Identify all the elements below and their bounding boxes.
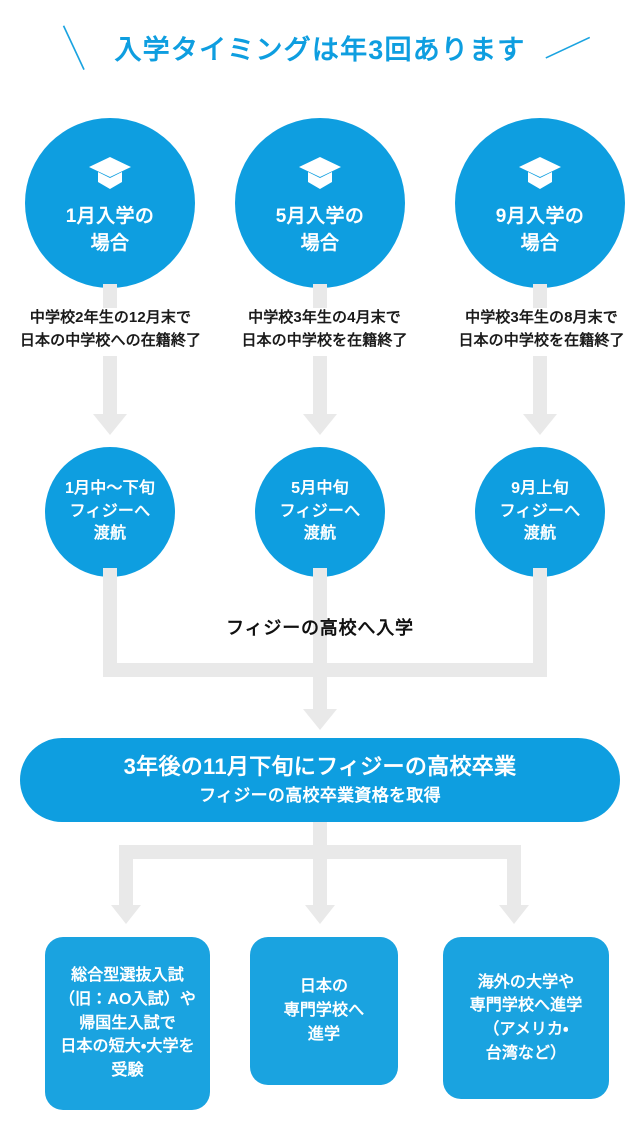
title-slash-left-icon: ＼ [48,23,99,77]
departure-circle-1-label: 1月中〜下旬フィジーへ渡航 [64,479,156,543]
intake-note-2: 中学校3年生の4月末で日本の中学校を在籍終了 [241,309,408,350]
arrow-head-note-to-departure-2-icon [303,414,337,435]
departure-circle-3[interactable]: 9月上旬フィジーへ渡航 [475,447,605,577]
connector-stub-2 [313,284,327,308]
split-down-shaft [313,822,327,852]
connector-stub-1 [103,284,117,308]
intake-circle-3[interactable]: 9月入学の場合 [455,118,625,288]
graduation-banner-line2: フィジーの高校卒業資格を取得 [199,785,441,805]
graduation-cap-icon [298,155,342,196]
outcome-box-overseas-label: 海外の大学や専門学校へ進学（アメリカ・台湾など） [469,973,583,1062]
intake-circle-2[interactable]: 5月入学の場合 [235,118,405,288]
graduation-cap-icon [518,155,562,196]
intake-note-1: 中学校2年生の12月末で日本の中学校への在籍終了 [19,309,202,350]
departure-circle-2[interactable]: 5月中旬フィジーへ渡航 [255,447,385,577]
merge-arrow-head-icon [303,709,337,730]
split-arrow-head-left-icon [111,905,141,924]
split-bar [119,845,521,859]
merge-shaft-right [533,568,547,663]
departure-circle-3-label: 9月上旬フィジーへ渡航 [499,479,581,543]
merge-bar [103,663,547,677]
split-arrow-head-right-icon [499,905,529,924]
outcome-box-overseas[interactable]: 海外の大学や専門学校へ進学（アメリカ・台湾など） [443,937,609,1099]
graduation-banner-line1: 3年後の11月下旬にフィジーの高校卒業 [123,754,517,780]
merge-down-shaft [313,677,327,711]
outcome-box-domestic-vocational[interactable]: 日本の専門学校へ進学 [250,937,398,1085]
merge-shaft-left [103,568,117,663]
departure-circle-2-label: 5月中旬フィジーへ渡航 [279,479,361,543]
mid-caption: フィジーの高校へ入学 [226,618,414,638]
intake-circle-3-label: 9月入学の場合 [495,206,585,254]
graduation-banner[interactable]: 3年後の11月下旬にフィジーの高校卒業 フィジーの高校卒業資格を取得 [20,738,620,822]
arrow-shaft-note-to-departure-3 [533,356,547,417]
intake-note-3: 中学校3年生の8月末で日本の中学校を在籍終了 [458,309,625,350]
arrow-shaft-note-to-departure-2 [313,356,327,417]
page-title: ＼ 入学タイミングは年3回あります ／ [0,23,640,77]
split-shaft-center [313,859,327,911]
title-slash-right-icon: ／ [541,23,592,77]
outcome-box-domestic-university-label: 総合型選抜入試（旧：AO入試）や帰国生入試で日本の短大・大学を受験 [59,967,196,1079]
departure-circle-1[interactable]: 1月中〜下旬フィジーへ渡航 [45,447,175,577]
merge-shaft-center [313,568,327,663]
split-arrow-head-center-icon [305,905,335,924]
arrow-shaft-note-to-departure-1 [103,356,117,417]
arrow-head-note-to-departure-1-icon [93,414,127,435]
intake-circle-2-label: 5月入学の場合 [275,206,365,254]
connector-stub-3 [533,284,547,308]
outcome-box-domestic-vocational-label: 日本の専門学校へ進学 [283,978,365,1043]
split-shaft-left [119,859,133,911]
intake-circle-1-label: 1月入学の場合 [65,206,155,254]
arrow-head-note-to-departure-3-icon [523,414,557,435]
graduation-cap-icon [88,155,132,196]
intake-circle-1[interactable]: 1月入学の場合 [25,118,195,288]
split-shaft-right [507,859,521,911]
outcome-box-domestic-university[interactable]: 総合型選抜入試（旧：AO入試）や帰国生入試で日本の短大・大学を受験 [45,937,210,1110]
page-title-text: 入学タイミングは年3回あります [114,34,526,65]
